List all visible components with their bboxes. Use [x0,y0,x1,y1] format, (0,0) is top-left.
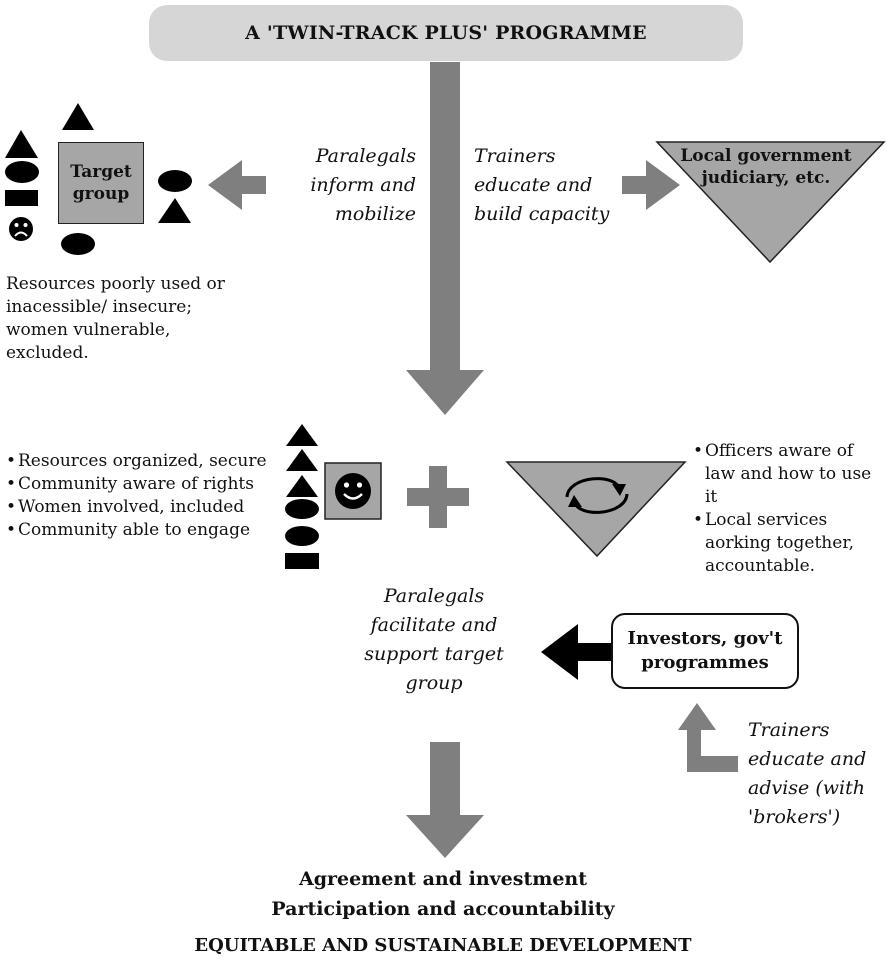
officer-outcomes-list: Officers aware of law and how to use it … [693,440,879,578]
list-item: Officers aware of law and how to use it [693,440,879,509]
plus-sign [407,466,469,528]
oval-shape [61,233,95,255]
paralegals-inform-text: Paralegals inform and mobilize [310,145,416,225]
elbow-arrow-to-investors [678,703,738,772]
list-item: Local services aorking together, account… [693,509,879,578]
oval-shape [5,161,39,183]
trainers-educate-text: Trainers educate and build capacity [474,145,610,225]
paralegals-facilitate-text: Paralegals facilitate and support target… [364,585,504,694]
investors-box: Investors, gov't programmes [611,613,799,689]
local-government-label: Local government judiciary, etc. [680,146,852,188]
rectangle-shape [285,553,319,569]
list-item: Resources organized, secure [6,450,286,473]
triangle-shape [62,103,94,130]
triangle-shape [286,424,318,446]
oval-shape [285,526,319,546]
triangle-shape [5,130,38,158]
cycle-arrows-icon [565,477,629,514]
left-arrow-from-investors [541,624,611,680]
results-line-3: EQUITABLE AND SUSTAINABLE DEVELOPMENT [194,935,692,956]
local-government-triangle [655,141,886,264]
target-group-box: Target group [58,142,144,224]
investors-label: Investors, gov't programmes [627,628,783,673]
main-down-arrow [406,62,484,415]
triangle-shape [158,198,191,223]
results-line-1: Agreement and investment [298,868,588,890]
right-arrow-to-government [622,160,680,210]
services-triangle [505,461,687,558]
triangle-shape [286,475,318,497]
trainers-advise-text: Trainers educate and advise (with 'broke… [748,719,867,828]
target-group-description: Resources poorly used or inacessible/ in… [6,274,225,363]
oval-shape [285,499,319,519]
rectangle-shape [5,190,38,206]
triangle-shape [286,449,318,471]
community-outcomes-list: Resources organized, secure Community aw… [6,450,286,542]
list-item: Women involved, included [6,496,286,519]
page-title: A 'TWIN-TRACK PLUS' PROGRAMME [245,22,647,44]
target-group-label: Target group [70,162,132,204]
list-item: Community aware of rights [6,473,286,496]
sad-face-icon [9,217,33,241]
results-line-2: Participation and accountability [271,898,615,920]
list-item: Community able to engage [6,519,286,542]
oval-shape [158,170,192,192]
happy-face-icon [335,473,371,509]
left-arrow-to-target [208,160,266,210]
bottom-down-arrow [406,742,484,858]
title-banner: A 'TWIN-TRACK PLUS' PROGRAMME [149,5,743,61]
